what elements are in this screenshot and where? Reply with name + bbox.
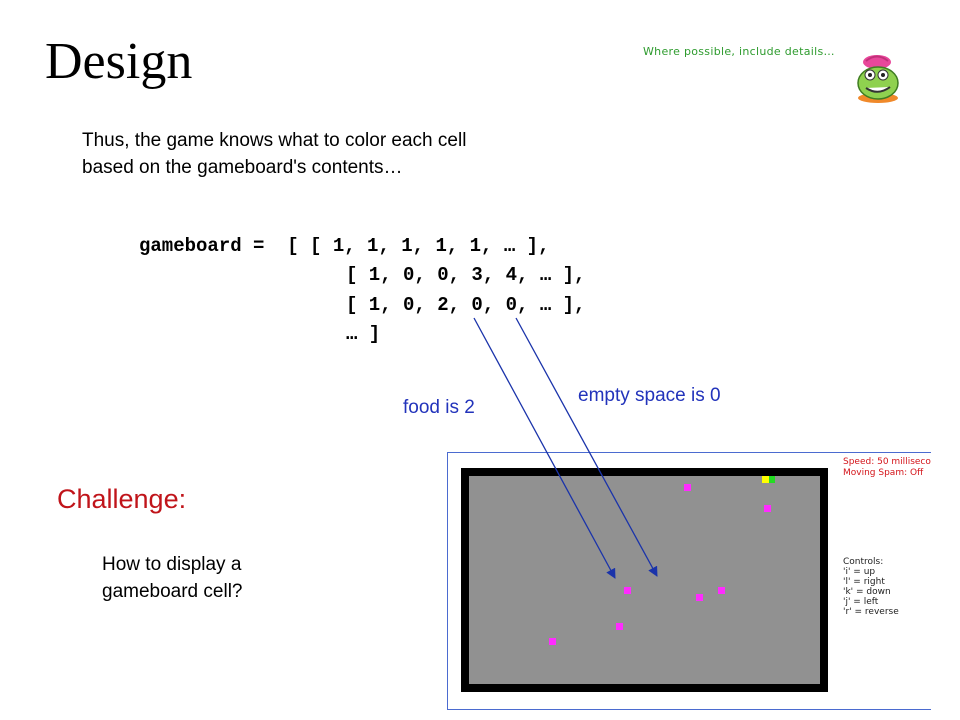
slide-title: Design	[45, 33, 193, 90]
empty-space-label: empty space is 0	[578, 385, 721, 406]
controls-panel: Controls: 'i' = up 'l' = right 'k' = dow…	[843, 557, 899, 617]
food-cell	[624, 587, 631, 594]
code-line-4: … ]	[346, 323, 381, 345]
control-item: 'r' = reverse	[843, 607, 899, 617]
challenge-question: How to display a gameboard cell?	[102, 551, 242, 605]
control-item: 'l' = right	[843, 577, 885, 587]
food-arrow	[473, 317, 616, 579]
food-cell	[764, 505, 771, 512]
intro-text: Thus, the game knows what to color each …	[82, 127, 466, 181]
gameboard	[461, 468, 828, 692]
question-line: How to display a	[102, 554, 242, 575]
alien-mascot-icon	[857, 55, 899, 103]
empty-space-arrow	[515, 317, 658, 577]
controls-title: Controls:	[843, 557, 884, 567]
control-item: 'k' = down	[843, 587, 891, 597]
speed-status: Speed: 50 milliseco	[843, 457, 931, 467]
food-label: food is 2	[403, 397, 475, 418]
code-line-3: [ 1, 0, 2, 0, 0, … ],	[346, 294, 586, 316]
food-cell	[616, 623, 623, 630]
snake-body	[769, 476, 775, 483]
food-cell	[718, 587, 725, 594]
food-cell	[684, 484, 691, 491]
challenge-heading: Challenge:	[57, 484, 187, 514]
food-cell	[696, 594, 703, 601]
food-cell	[549, 638, 556, 645]
code-line-1: gameboard = [ [ 1, 1, 1, 1, 1, … ],	[139, 235, 550, 257]
code-line-2: [ 1, 0, 0, 3, 4, … ],	[346, 264, 586, 286]
moving-spam-status: Moving Spam: Off	[843, 468, 924, 478]
details-hint: Where possible, include details…	[643, 45, 835, 58]
control-item: 'j' = left	[843, 597, 879, 607]
control-item: 'i' = up	[843, 567, 876, 577]
intro-line: Thus, the game knows what to color each …	[82, 130, 467, 151]
question-line: gameboard cell?	[102, 581, 243, 602]
snake-head	[762, 476, 769, 483]
intro-line: based on the gameboard's contents…	[82, 157, 403, 178]
